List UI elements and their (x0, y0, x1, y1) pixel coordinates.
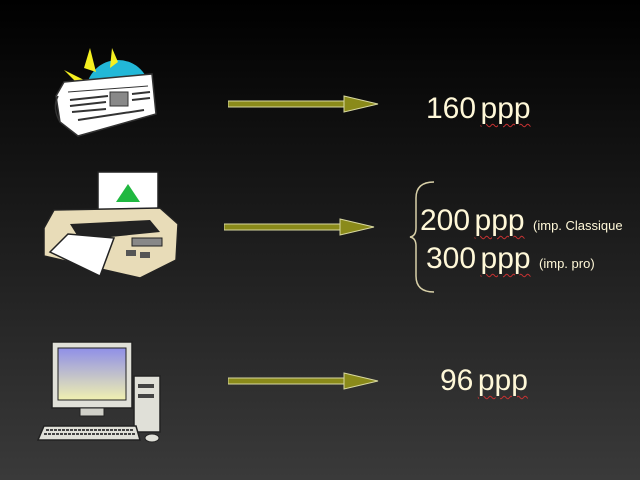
printer-icon (40, 168, 182, 285)
resolution-newspaper: 160 ppp (426, 92, 531, 126)
resolution-unit: ppp (480, 92, 531, 125)
resolution-unit: ppp (480, 242, 531, 275)
resolution-unit: ppp (474, 204, 525, 237)
left-brace (408, 180, 438, 299)
arrow-right (227, 372, 380, 395)
computer-icon (36, 340, 168, 449)
newspaper-icon (48, 44, 160, 145)
resolution-printer-pro: 300 ppp (imp. pro) (426, 242, 595, 276)
resolution-printer-classic: 200 ppp (imp. Classique (420, 204, 623, 238)
resolution-value: 300 (426, 242, 477, 275)
resolution-value: 96 (440, 364, 474, 397)
resolution-screen: 96 ppp (440, 364, 528, 398)
arrow-right (223, 218, 376, 241)
resolution-value: 200 (420, 204, 471, 237)
printer-type-note: (imp. pro) (539, 256, 595, 271)
arrow-right (227, 95, 380, 118)
resolution-unit: ppp (477, 364, 528, 397)
resolution-value: 160 (426, 92, 477, 125)
printer-type-note: (imp. Classique (533, 218, 623, 233)
